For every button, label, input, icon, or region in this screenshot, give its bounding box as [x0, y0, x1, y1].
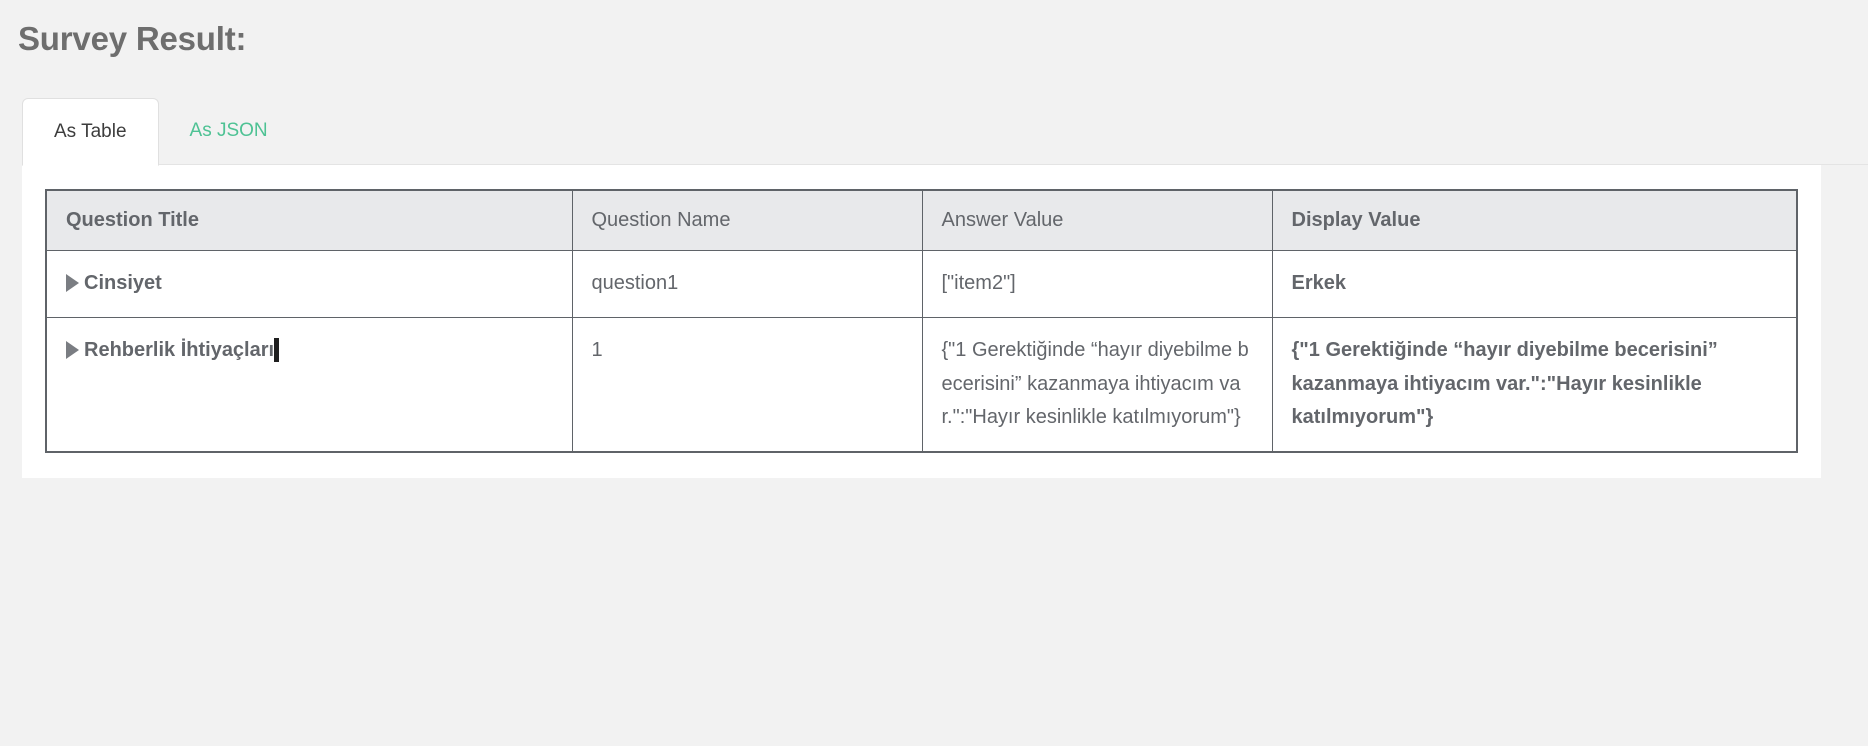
tab-as-table-label: As Table [54, 120, 127, 142]
table-header-row: Question Title Question Name Answer Valu… [45, 189, 1798, 252]
cell-display-value: Erkek [1271, 250, 1798, 319]
question-title-text: Cinsiyet [84, 272, 162, 295]
tab-as-json[interactable]: As JSON [159, 98, 299, 165]
tab-bar: As Table As JSON [22, 97, 1868, 166]
column-header-answer-value[interactable]: Answer Value [921, 189, 1273, 252]
cell-display-value: {"1 Gerektiğinde “hayır diyebilme beceri… [1271, 317, 1798, 453]
cell-answer-value: {"1 Gerektiğinde “hayır diyebilme beceri… [921, 317, 1273, 453]
column-header-question-name[interactable]: Question Name [571, 189, 923, 252]
cell-question-name: question1 [571, 250, 923, 319]
page-title: Survey Result: [18, 20, 247, 57]
cell-question-title[interactable]: Cinsiyet [45, 250, 573, 319]
column-header-question-title[interactable]: Question Title [45, 189, 573, 252]
tab-as-json-label: As JSON [189, 120, 268, 142]
triangle-right-icon[interactable] [66, 340, 79, 359]
result-panel: Question Title Question Name Answer Valu… [22, 164, 1821, 478]
cell-question-title[interactable]: Rehberlik İhtiyaçları [45, 317, 573, 453]
table-body: Cinsiyet question1 ["item2"] Erkek Rehbe… [45, 250, 1798, 453]
cell-question-name: 1 [571, 317, 923, 453]
tab-as-table[interactable]: As Table [22, 97, 159, 166]
text-caret-icon [274, 337, 280, 362]
table-header: Question Title Question Name Answer Valu… [45, 189, 1798, 252]
table-row[interactable]: Rehberlik İhtiyaçları 1 {"1 Gerektiğinde… [45, 317, 1798, 453]
table-row[interactable]: Cinsiyet question1 ["item2"] Erkek [45, 250, 1798, 319]
column-header-display-value[interactable]: Display Value [1271, 189, 1798, 252]
cell-answer-value: ["item2"] [921, 250, 1273, 319]
triangle-right-icon[interactable] [66, 274, 79, 293]
question-title-text: Rehberlik İhtiyaçları [84, 339, 275, 362]
survey-result-table: Question Title Question Name Answer Valu… [45, 188, 1798, 453]
tab-bar-underline [22, 163, 1868, 165]
